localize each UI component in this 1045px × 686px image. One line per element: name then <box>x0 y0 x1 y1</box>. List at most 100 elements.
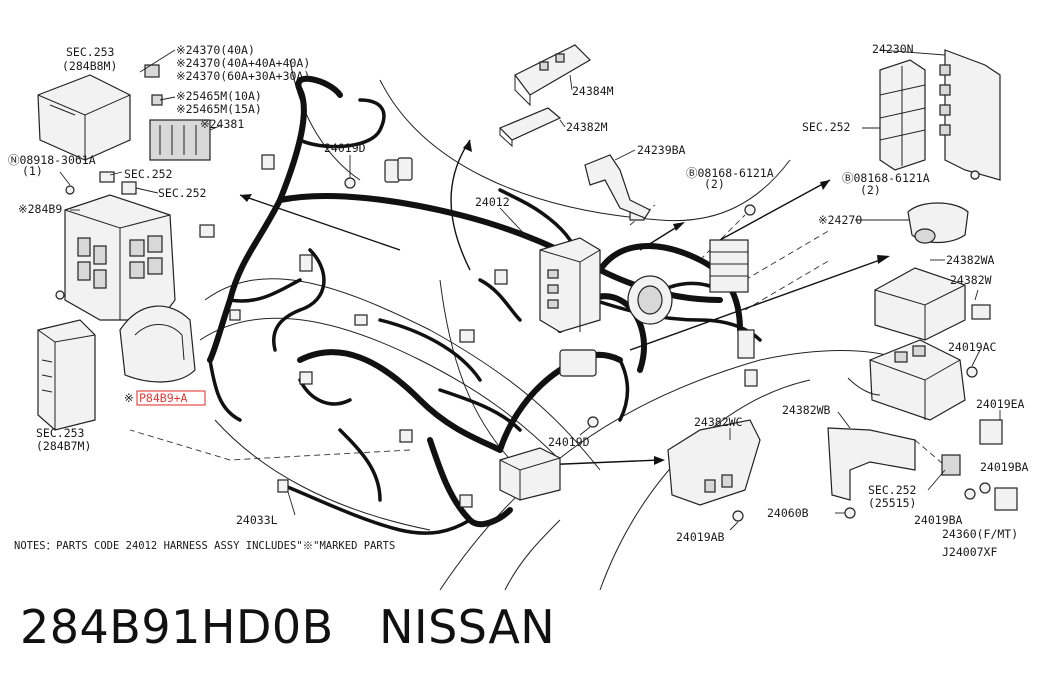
fuse-40a <box>144 64 160 78</box>
label-25465m-15a: ※25465M(15A) <box>176 102 262 116</box>
label-08168-mid-qty: (2) <box>704 177 725 191</box>
connector <box>744 369 758 387</box>
label-24370-40a: ※24370(40A) <box>176 43 255 57</box>
connector <box>459 494 473 508</box>
module-24382M <box>498 107 562 148</box>
clip <box>121 181 137 195</box>
label-24381: ※24381 <box>200 117 244 131</box>
label-08168-mid: Ⓑ08168-6121A <box>686 166 774 180</box>
dashed-leaders <box>129 204 951 471</box>
label-24019d-top: 24019D <box>324 141 366 155</box>
connector <box>354 314 368 326</box>
bolts <box>344 170 980 216</box>
ground-strap-24033L <box>277 479 472 535</box>
arrow-head <box>673 222 685 231</box>
fuse-box-cover-284B7M <box>37 319 96 431</box>
cover-24270 <box>907 202 969 244</box>
figure-id: J24007XF <box>942 545 997 559</box>
brand-name: NISSAN <box>379 600 556 654</box>
label-24012: 24012 <box>475 195 510 209</box>
label-sec252-a: SEC.252 <box>124 167 172 181</box>
connector <box>229 309 241 321</box>
arrow-head <box>654 456 665 465</box>
label-08168-right: Ⓑ08168-6121A <box>842 171 930 185</box>
label-sec253-bot-code: (284B7M) <box>36 439 91 453</box>
label-24239ba: 24239BA <box>637 143 686 157</box>
nut <box>65 185 75 195</box>
caption-spacer <box>334 600 379 654</box>
label-24382wc: 24382WC <box>694 415 743 429</box>
label-24019ba-a: 24019BA <box>980 460 1029 474</box>
clip-24382W <box>971 304 991 320</box>
bolt <box>55 290 65 300</box>
arrow-head <box>463 140 472 152</box>
label-24384m: 24384M <box>572 84 614 98</box>
label-24033l: 24033L <box>236 513 278 527</box>
label-284b9: ※284B9 <box>18 202 62 216</box>
diagram-canvas: SEC.253 (284B8M) ※24370(40A) ※24370(40A+… <box>8 42 1029 590</box>
connector <box>459 329 475 343</box>
arrow-head <box>877 255 890 264</box>
connector <box>199 224 215 238</box>
label-sec252-bot: SEC.252 <box>868 483 916 497</box>
connector <box>494 269 508 285</box>
connector <box>384 159 400 183</box>
label-sec253-bot: SEC.253 <box>36 426 85 440</box>
label-24360: 24360(F/MT) <box>942 527 1018 541</box>
highlight-box <box>136 390 206 406</box>
connector <box>299 254 313 272</box>
ipdm-box <box>499 416 599 501</box>
connector <box>299 371 313 385</box>
ecm-bracket <box>847 339 978 421</box>
clip <box>99 171 115 183</box>
label-sec253-top: SEC.253 <box>66 45 115 59</box>
notes-text: NOTES：PARTS CODE 24012 HARNESS ASSY INCL… <box>14 540 395 552</box>
part-number: 284B91HD0B <box>20 600 334 654</box>
label-sec252-b: SEC.252 <box>158 186 206 200</box>
label-284b9a-star: ※ <box>124 391 134 405</box>
connector-bank <box>709 239 749 293</box>
label-24060b: 24060B <box>767 506 809 520</box>
bracket-24239BA <box>584 154 651 219</box>
direction-arrows <box>239 139 890 466</box>
label-25465m-10a: ※25465M(10A) <box>176 89 262 103</box>
label-24382wb: 24382WB <box>782 403 831 417</box>
label-24019ac: 24019AC <box>948 340 997 354</box>
fuse-box-284B8M <box>37 74 131 161</box>
leader-lines <box>59 49 1001 531</box>
connector <box>399 429 413 443</box>
label-284b9a: P84B9+A <box>139 391 188 405</box>
bracket-284B9-A <box>119 305 196 383</box>
module-24382WA <box>874 267 966 341</box>
part-labels: SEC.253 (284B8M) ※24370(40A) ※24370(40A+… <box>8 42 1029 559</box>
bracket-24382WB <box>827 427 916 501</box>
label-24019ba-b: 24019BA <box>914 513 963 527</box>
label-08168-right-qty: (2) <box>860 183 881 197</box>
label-sec252-right: SEC.252 <box>802 120 850 134</box>
junction-block-central <box>539 237 749 377</box>
relay-bracket-24230N <box>879 49 1001 181</box>
clips-right <box>844 419 1018 519</box>
label-24382wa: 24382WA <box>946 253 995 267</box>
label-24382m: 24382M <box>566 120 608 134</box>
label-24019d-bot: 24019D <box>548 435 590 449</box>
part-caption: 284B91HD0B NISSAN <box>20 600 555 654</box>
arrow-head <box>820 180 830 190</box>
label-24230n: 24230N <box>872 42 914 56</box>
label-08918-qty: (1) <box>22 164 43 178</box>
label-sec253-top-code: (284B8M) <box>62 59 117 73</box>
connector <box>261 154 275 170</box>
label-24019ab: 24019AB <box>676 530 725 544</box>
label-24019ea: 24019EA <box>976 397 1025 411</box>
connector <box>397 157 413 181</box>
arrow-head <box>240 194 252 202</box>
label-24370-60a: ※24370(60A+30A+30A) <box>176 69 310 83</box>
connector <box>737 329 755 359</box>
module-24384M <box>514 44 591 107</box>
label-08918: Ⓝ08918-3061A <box>8 153 96 167</box>
label-sec252-bot-code: (25515) <box>868 496 916 510</box>
bracket-24382WC <box>667 419 761 522</box>
label-24382w: 24382W <box>950 273 992 287</box>
label-24370-40a-triple: ※24370(40A+40A+40A) <box>176 56 310 70</box>
